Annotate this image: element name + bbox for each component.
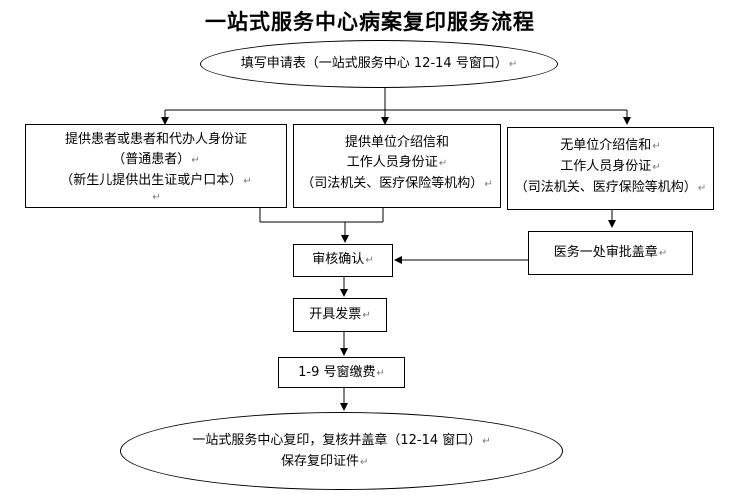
payment-node: 1-9 号窗缴费↵ xyxy=(278,357,405,388)
approval-label: 医务一处审批盖章 xyxy=(553,245,658,260)
start-node: 填写申请表（一站式服务中心 12-14 号窗口）↵ xyxy=(200,40,558,88)
left-branch-line-1: 提供患者或患者和代办人身份证 xyxy=(64,132,247,147)
paragraph-mark-icon: ↵ xyxy=(152,192,161,203)
paragraph-mark-icon: ↵ xyxy=(376,368,385,379)
paragraph-mark-icon: ↵ xyxy=(362,310,371,321)
paragraph-mark-icon: ↵ xyxy=(652,162,661,173)
paragraph-mark-icon: ↵ xyxy=(482,436,491,447)
end-line-1: 一站式服务中心复印，复核并盖章（12-14 窗口） xyxy=(192,433,482,448)
right-branch-node: 无单位介绍信和↵ 工作人员身份证↵ （司法机关、医疗保险等机构）↵ xyxy=(507,127,714,210)
paragraph-mark-icon: ↵ xyxy=(360,457,369,468)
end-line-2: 保存复印证件 xyxy=(281,454,360,469)
payment-label: 1-9 号窗缴费 xyxy=(298,365,376,380)
paragraph-mark-icon: ↵ xyxy=(652,141,661,152)
paragraph-mark-icon: ↵ xyxy=(484,179,493,190)
middle-branch-line-3: （司法机关、医疗保险等机构） xyxy=(301,176,484,191)
invoice-label: 开具发票 xyxy=(309,307,362,322)
right-branch-line-2: 工作人员身份证 xyxy=(560,159,652,174)
paragraph-mark-icon: ↵ xyxy=(438,158,448,169)
left-branch-node: 提供患者或患者和代办人身份证 （普通患者）↵ （新生儿提供出生证或户口本）↵ ↵ xyxy=(25,124,287,208)
paragraph-mark-icon: ↵ xyxy=(658,248,668,259)
diagram-title: 一站式服务中心病案复印服务流程 xyxy=(205,9,535,34)
left-branch-line-3: （新生儿提供出生证或户口本） xyxy=(60,173,243,188)
middle-branch-node: 提供单位介绍信和 工作人员身份证↵ （司法机关、医疗保险等机构）↵ xyxy=(293,124,501,208)
middle-branch-line-1: 提供单位介绍信和 xyxy=(344,135,449,150)
middle-branch-line-2: 工作人员身份证 xyxy=(346,155,438,170)
paragraph-mark-icon: ↵ xyxy=(508,59,518,70)
right-branch-line-1: 无单位介绍信和 xyxy=(560,138,652,153)
paragraph-mark-icon: ↵ xyxy=(243,176,252,187)
paragraph-mark-icon: ↵ xyxy=(697,183,707,194)
paragraph-mark-icon: ↵ xyxy=(365,255,374,266)
left-branch-line-2: （普通患者） xyxy=(112,152,191,167)
invoice-node: 开具发票↵ xyxy=(293,298,387,332)
right-branch-line-3: （司法机关、医疗保险等机构） xyxy=(514,180,697,195)
paragraph-mark-icon: ↵ xyxy=(191,155,200,166)
start-label: 填写申请表（一站式服务中心 12-14 号窗口） xyxy=(240,56,508,71)
end-node: 一站式服务中心复印，复核并盖章（12-14 窗口）↵ 保存复印证件↵ xyxy=(120,412,563,490)
verify-label: 审核确认 xyxy=(312,252,365,267)
verify-node: 审核确认↵ xyxy=(293,244,393,277)
approval-node: 医务一处审批盖章↵ xyxy=(528,231,693,275)
